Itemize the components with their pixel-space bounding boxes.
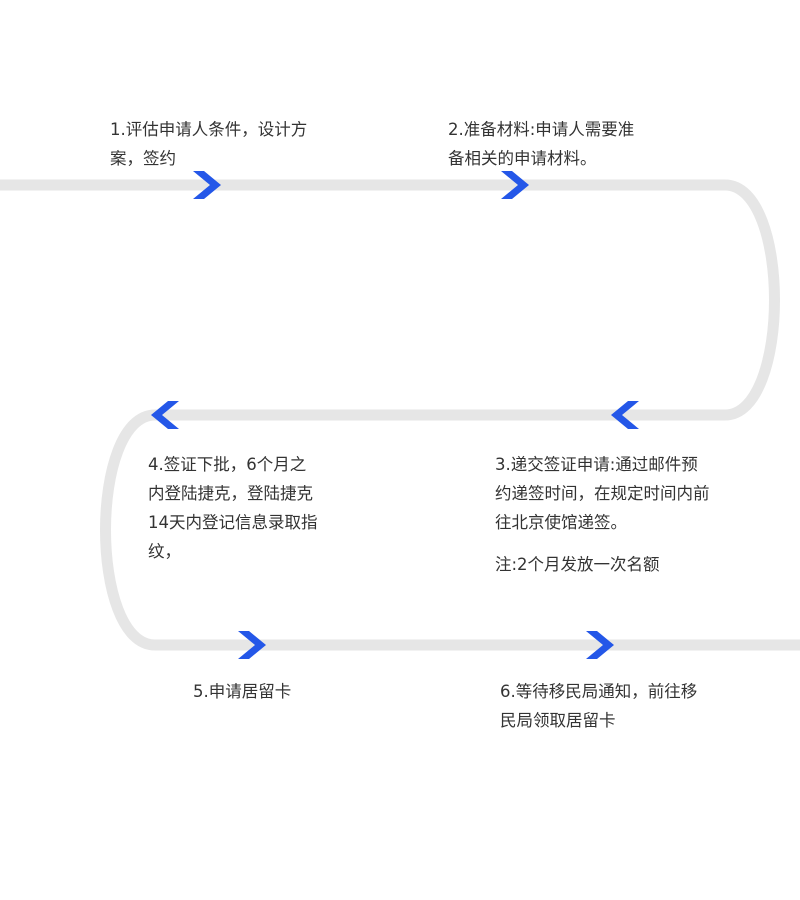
step-5-text: 5.申请居留卡	[193, 682, 292, 701]
chevron-left-icon	[151, 401, 179, 429]
chevron-right-icon	[586, 631, 614, 659]
step-6-text: 6.等待移民局通知，前往移 民局领取居留卡	[500, 682, 698, 730]
step-1-text: 1.评估申请人条件，设计方 案，签约	[110, 120, 308, 168]
step-2-text: 2.准备材料:申请人需要准 备相关的申请材料。	[448, 120, 635, 168]
step-3-note: 注:2个月发放一次名额	[495, 555, 660, 574]
flow-track	[0, 179, 800, 651]
chevron-right-icon	[193, 171, 221, 199]
step-3-text: 3.递交签证申请:通过邮件预 约递签时间，在规定时间内前 往北京使馆递签。	[495, 455, 710, 532]
chevron-right-icon	[238, 631, 266, 659]
chevron-right-icon	[501, 171, 529, 199]
chevron-left-icon	[611, 401, 639, 429]
step-4-text: 4.签证下批，6个月之 内登陆捷克，登陆捷克 14天内登记信息录取指 纹，	[148, 455, 318, 561]
